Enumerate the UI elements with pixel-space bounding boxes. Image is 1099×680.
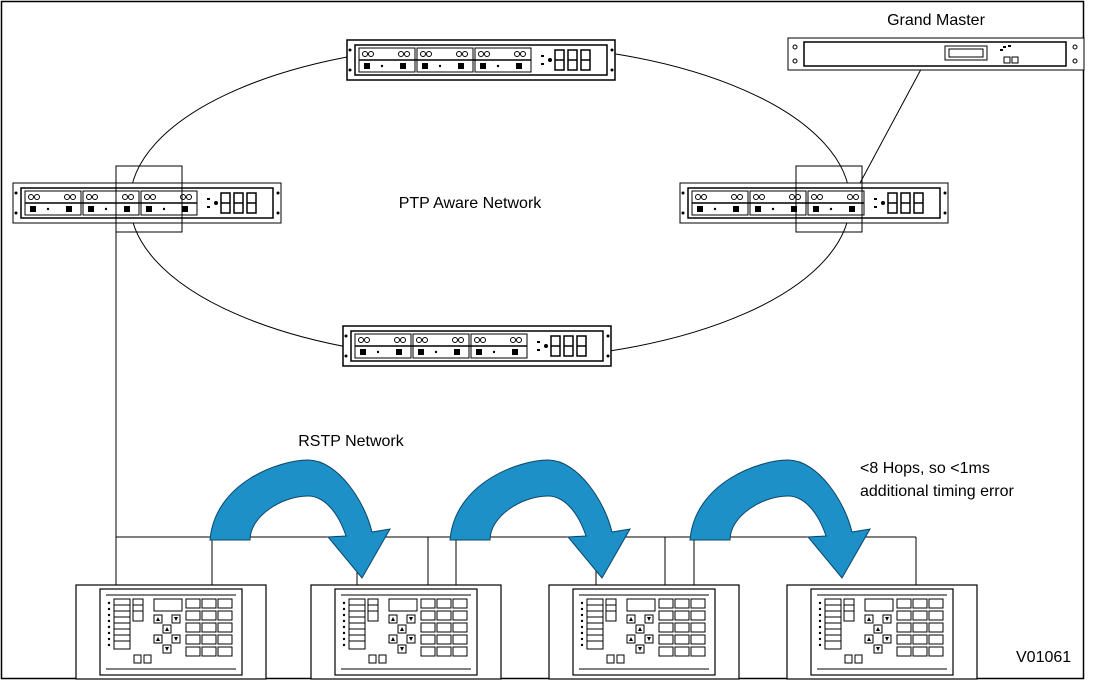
grand-master-clock-icon bbox=[787, 37, 1085, 71]
grand-master-label: Grand Master bbox=[887, 12, 985, 29]
protection-relay-icon bbox=[548, 584, 740, 680]
protection-relay-icon bbox=[75, 584, 267, 680]
switch-port-highlight-left bbox=[115, 165, 183, 233]
hop-arrow-icon bbox=[689, 459, 871, 579]
grand-master-link bbox=[859, 59, 927, 184]
hops-note-line2: additional timing error bbox=[860, 483, 1015, 500]
protection-relay-icon bbox=[310, 584, 502, 680]
rstp-network-label: RSTP Network bbox=[298, 433, 405, 450]
network-switch-icon bbox=[679, 182, 949, 224]
hop-arrow-icon bbox=[209, 459, 391, 579]
switch-top-frame bbox=[346, 39, 616, 81]
hops-note-line1: <8 Hops, so <1ms bbox=[860, 460, 990, 477]
hop-arrow-icon bbox=[449, 459, 631, 579]
grand-master-device: Grand Master bbox=[787, 12, 1085, 71]
network-switch-icon bbox=[342, 325, 612, 367]
switch-bottom-frame bbox=[342, 325, 612, 367]
ptp-network-label: PTP Aware Network bbox=[399, 195, 543, 212]
switch-port-highlight-right bbox=[795, 165, 863, 233]
figure-id: V01061 bbox=[1016, 649, 1071, 666]
network-switch-icon bbox=[346, 39, 616, 81]
network-switch-icon bbox=[12, 182, 282, 224]
protection-relay-icon bbox=[786, 584, 978, 680]
